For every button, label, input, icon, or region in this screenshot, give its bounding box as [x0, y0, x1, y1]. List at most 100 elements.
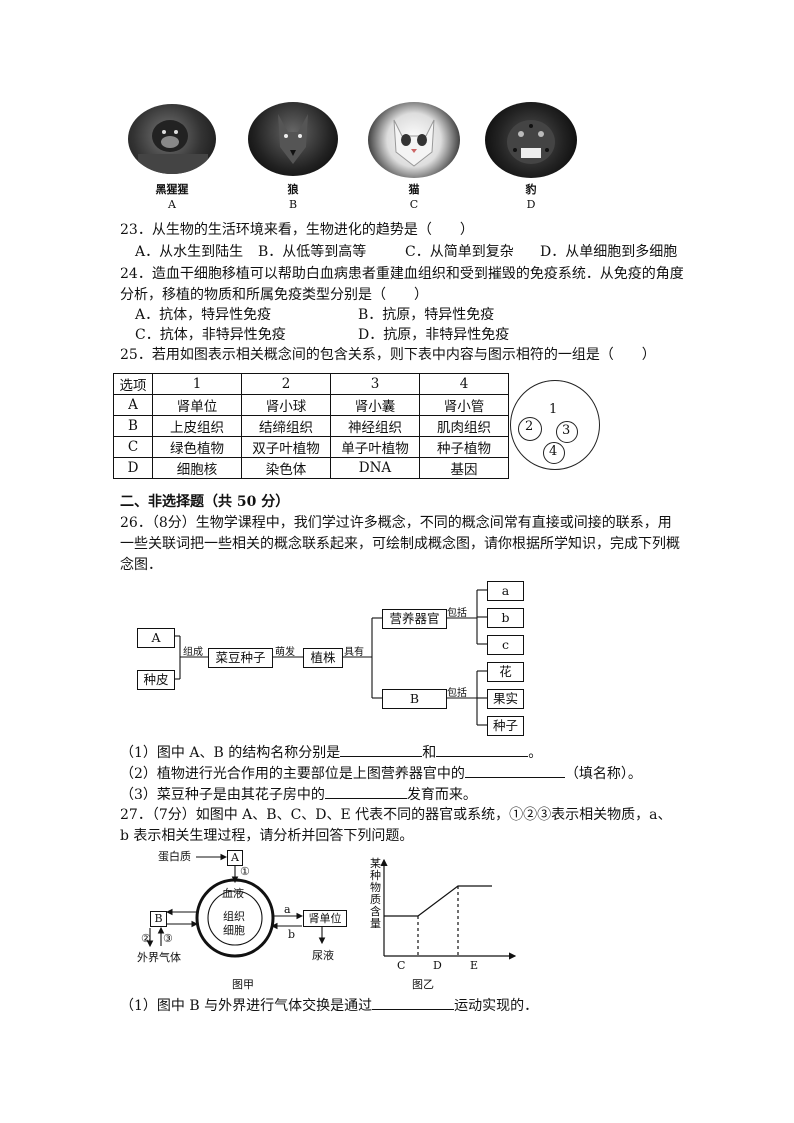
table-cell: 染色体 [241, 457, 331, 479]
animal-letter-a: A [168, 198, 176, 211]
q26-sub1: （1）图中 A、B 的结构名称分别是 和 。 [120, 742, 542, 763]
fig1-tissue-2: 细胞 [223, 924, 245, 937]
concept-box-fruit: 果实 [487, 689, 524, 709]
q24-option-a: A．抗体，特异性免疫 [135, 307, 272, 323]
answer-blank[interactable] [464, 763, 565, 778]
table-cell: DNA [330, 457, 420, 479]
animal-name-a: 黑猩猩 [155, 183, 189, 196]
animal-letter-d: D [526, 198, 536, 211]
wolf-icon [278, 114, 308, 164]
q27-stem-line2: b 表示相关生理过程，请分析并回答下列问题。 [120, 828, 414, 844]
answer-blank[interactable] [324, 784, 407, 799]
concept-box-flower: 花 [487, 662, 524, 682]
table-cell: 肾小管 [419, 394, 509, 416]
q23-option-b: B．从低等到高等 [258, 244, 367, 260]
circle-3 [556, 421, 578, 443]
q23-option-d: D．从单细胞到多细胞 [540, 244, 678, 260]
concept-box-b: B [382, 689, 447, 709]
cat-photo [368, 102, 460, 178]
concept-box-bean-seed: 菜豆种子 [208, 648, 273, 668]
concept-box-b-small: b [487, 608, 524, 628]
table-cell: 肾小球 [241, 394, 331, 416]
concept-box-seedcoat: 种皮 [137, 670, 175, 690]
concept-box-vegetative-organ: 营养器官 [382, 609, 447, 629]
fig2-curve [384, 885, 492, 917]
q26-stem-line2: 一些关联词把一些相关的概念联系起来，可绘制成概念图，请你根据所学知识，完成下列概 [120, 536, 680, 552]
chimpanzee-photo [128, 104, 216, 174]
concept-box-a-small: a [487, 581, 524, 601]
table-cell: 基因 [419, 457, 509, 479]
fig1-box-a: A [227, 850, 243, 866]
fig1-protein: 蛋白质 [158, 850, 191, 863]
leopard-photo [485, 102, 577, 178]
cat-icon [393, 119, 435, 167]
table-header-cell: 选项 [113, 373, 153, 395]
q26-sub2: （2）植物进行光合作用的主要部位是上图营养器官中的（填名称）。 [120, 763, 642, 784]
q27-sub1: （1）图中 B 与外界进行气体交换是通过运动实现的． [120, 995, 538, 1016]
fig2-ylabel: 某 种 物 质 含 量 [370, 858, 382, 930]
leopard-icon [507, 120, 555, 164]
table-cell: D [113, 457, 153, 479]
fig1-caption: 图甲 [232, 978, 254, 991]
section-2-heading: 二、非选择题（共 50 分） [120, 494, 290, 510]
circle-label-3: 3 [562, 423, 571, 438]
fig1-tissue-1: 组织 [223, 910, 245, 923]
animal-name-b: 狼 [287, 183, 299, 196]
fig1-box-nephron: 肾单位 [303, 910, 347, 927]
q26-sub3: （3）菜豆种子是由其花子房中的发育而来。 [120, 784, 477, 805]
circle-label-2: 2 [525, 419, 534, 434]
q24-stem-line2: 分析，移植的物质和所属免疫类型分别是（ ） [120, 287, 428, 303]
q25-options-table: 选项 1 2 3 4 A 肾单位 肾小球 肾小囊 肾小管 B 上皮组织 结缔组织… [113, 373, 509, 479]
link-label-have: 具有 [344, 647, 364, 658]
q23-stem: 23．从生物的生活环境来看，生物进化的趋势是（ ） [120, 222, 474, 238]
q24-option-b: B．抗原，特异性免疫 [358, 307, 495, 323]
answer-blank[interactable] [340, 742, 423, 757]
fig2-ylabel-char: 物 [370, 881, 381, 894]
concept-box-plant: 植株 [303, 648, 343, 668]
circle-4 [543, 442, 565, 464]
table-row: A 肾单位 肾小球 肾小囊 肾小管 [113, 394, 509, 416]
fig2-caption: 图乙 [412, 978, 434, 991]
fig1-substance-1: ① [240, 865, 250, 878]
fig1-process-a: a [284, 903, 291, 916]
q26-stem-line3: 念图． [120, 557, 162, 573]
fig2-ylabel-char: 质 [370, 893, 381, 906]
circle-1 [510, 380, 600, 470]
table-header-row: 选项 1 2 3 4 [113, 373, 509, 395]
fig1-outside-air: 外界气体 [137, 951, 181, 964]
wolf-photo [248, 102, 338, 176]
q24-option-c: C．抗体，非特异性免疫 [135, 327, 286, 343]
table-cell: 上皮组织 [152, 415, 242, 437]
chimpanzee-icon [138, 120, 208, 174]
fig2-label-d: D [433, 959, 442, 972]
q27-sub1-text: （1）图中 B 与外界进行气体交换是通过 [120, 998, 373, 1014]
animal-name-d: 豹 [525, 183, 537, 196]
q23-option-a: A．从水生到陆生 [135, 244, 244, 260]
link-label-include-1: 包括 [447, 608, 467, 619]
concept-box-a: A [137, 628, 175, 648]
answer-blank[interactable] [372, 995, 455, 1010]
table-cell: 细胞核 [152, 457, 242, 479]
animal-name-c: 猫 [408, 183, 420, 196]
q26-sub1-and: 和 [422, 745, 437, 761]
q26-sub1-text: （1）图中 A、B 的结构名称分别是 [120, 745, 341, 761]
q26-sub2-end: （填名称）。 [564, 766, 642, 782]
table-cell: 肾单位 [152, 394, 242, 416]
concept-box-seed: 种子 [487, 716, 524, 736]
q23-option-c: C．从简单到复杂 [405, 244, 514, 260]
fig2-label-e: E [470, 959, 479, 972]
fig2-ylabel-char: 量 [370, 917, 381, 930]
answer-blank[interactable] [436, 742, 529, 757]
fig1-blood: 血液 [222, 887, 244, 900]
table-cell: 种子植物 [419, 436, 509, 458]
fig1-box-b: B [150, 911, 167, 927]
fig2-ylabel-char: 种 [370, 869, 381, 882]
q27-stem-line1: 27．（7分）如图中 A、B、C、D、E 代表不同的器官或系统，①②③表示相关物… [120, 807, 672, 823]
circle-label-4: 4 [549, 444, 558, 459]
link-label-include-2: 包括 [447, 688, 467, 699]
table-cell: 肌肉组织 [419, 415, 509, 437]
circle-label-1: 1 [549, 402, 558, 417]
q26-sub1-end: 。 [528, 745, 543, 761]
